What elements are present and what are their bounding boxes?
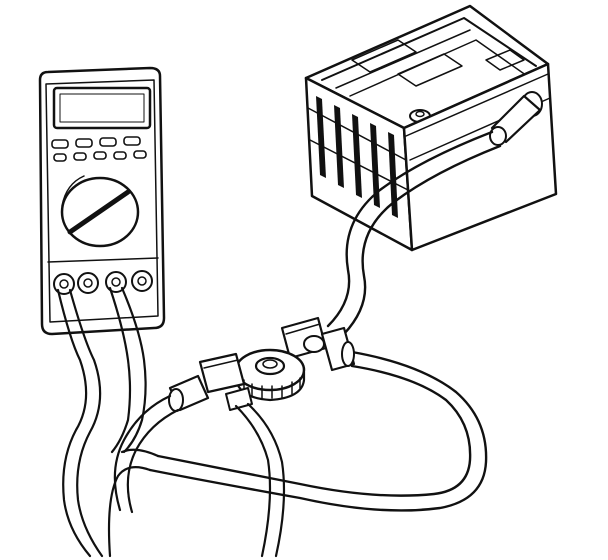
multimeter-button — [53, 153, 67, 162]
multimeter-display — [52, 86, 152, 130]
test-lead-com — [56, 288, 92, 558]
multimeter-button — [113, 151, 127, 160]
multimeter-bezel — [45, 79, 159, 323]
multimeter-button — [75, 138, 93, 148]
test-lead-volt — [108, 286, 132, 454]
multimeter-button — [123, 136, 141, 146]
battery — [304, 4, 558, 252]
clamp-jaw-left — [198, 352, 246, 394]
multimeter-button — [73, 152, 87, 161]
current-sensor-ring — [234, 348, 306, 402]
dial-pointer — [67, 189, 131, 235]
multimeter-button — [133, 150, 147, 159]
clamp-pivot — [303, 335, 325, 353]
multimeter-panel-divider — [47, 257, 159, 263]
clamp-tab — [225, 387, 253, 411]
current-sensor-clamp — [168, 316, 356, 412]
battery-cap — [397, 53, 463, 87]
multimeter-button — [99, 137, 117, 147]
multimeter-jacks — [53, 270, 153, 295]
clamp-leads — [113, 394, 286, 558]
multimeter-button — [51, 139, 69, 149]
multimeter-rotary-dial — [60, 175, 140, 248]
jack-ma — [77, 272, 99, 294]
multimeter-button — [93, 151, 107, 160]
test-leads — [56, 286, 147, 558]
jack-amp — [131, 270, 153, 292]
dial-highlight — [61, 175, 85, 207]
battery-front-ribs — [307, 96, 409, 218]
multimeter-display-window — [59, 93, 145, 123]
battery-vent — [485, 49, 525, 71]
jack-volt — [105, 271, 127, 293]
multimeter-buttons — [51, 136, 147, 162]
battery-cap — [351, 39, 417, 73]
jack-com — [53, 273, 75, 295]
battery-cable — [107, 130, 502, 558]
multimeter — [38, 66, 166, 336]
